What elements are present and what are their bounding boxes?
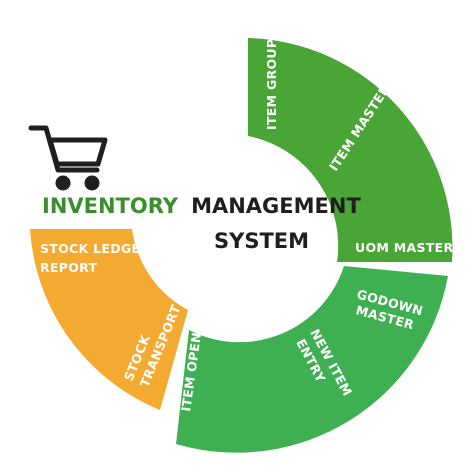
segment-entries (176, 266, 448, 453)
label-item-group: ITEM GROUP (264, 39, 279, 130)
page-title-line2: SYSTEM (214, 229, 309, 253)
title-word-management: MANAGEMENT (191, 194, 361, 218)
shopping-cart-icon (28, 125, 108, 191)
page-title-line1: INVENTORY MANAGEMENT (42, 194, 361, 218)
segment-masters (248, 38, 453, 262)
label-stock-ledger-report-line1: STOCK LEDGER (40, 241, 150, 256)
title-word-inventory: INVENTORY (42, 194, 179, 218)
label-stock-ledger-report-line2: REPORT (40, 260, 98, 275)
segment-stock (30, 229, 188, 410)
label-uom-master: UOM MASTER (355, 240, 453, 255)
